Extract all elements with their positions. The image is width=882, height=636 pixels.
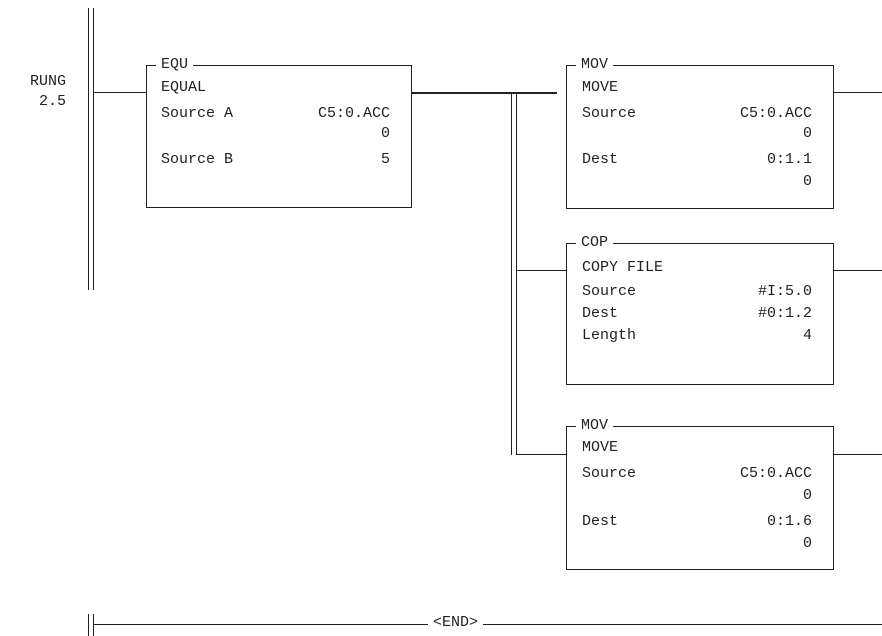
equ-source-a-label: Source A [161,105,234,122]
mov1-instruction-block[interactable] [566,65,834,209]
mov2-source-label: Source [582,465,637,482]
mov2-source-address: C5:0.ACC [739,465,812,482]
mov2-dest-address: 0:1.6 [766,513,812,530]
end-rung-line [94,624,882,625]
cop-instruction-block[interactable] [566,243,834,385]
mov1-source-address: C5:0.ACC [739,105,812,122]
wire-cop-out [834,270,882,271]
branch-rail-outer [511,93,512,455]
mov1-source-label: Source [582,105,637,122]
rung-label: RUNG [29,73,66,90]
mov2-title: MOVE [582,439,619,456]
equ-source-b-value: 5 [380,151,390,168]
equ-source-a-value: 0 [380,125,390,142]
wire-branch-to-cop [516,270,566,271]
left-power-rail-inner [93,8,94,290]
cop-length-label: Length [582,327,637,344]
end-rail-outer [88,614,89,636]
mov1-dest-label: Dest [582,151,619,168]
left-power-rail [88,8,89,290]
mov1-dest-value: 0 [802,173,812,190]
rung-number: 2.5 [38,93,66,110]
branch-rail-inner [516,93,517,455]
mov2-instruction-block[interactable] [566,426,834,570]
equ-source-b-label: Source B [161,151,234,168]
mov2-dest-label: Dest [582,513,619,530]
wire-equ-to-mov1 [411,92,557,94]
wire-rail-to-equ [94,92,146,93]
mov1-source-value: 0 [802,125,812,142]
cop-source-label: Source [582,283,637,300]
equ-title: EQUAL [161,79,207,96]
cop-title: COPY FILE [582,259,664,276]
wire-branch-to-mov2 [516,454,566,455]
wire-mov1-out [834,92,882,93]
end-rail-inner [93,614,94,636]
mov1-tag: MOV [576,56,614,74]
equ-tag: EQU [156,56,194,74]
mov2-tag: MOV [576,417,614,435]
equ-source-a-address: C5:0.ACC [317,105,390,122]
mov1-title: MOVE [582,79,619,96]
cop-source-address: #I:5.0 [757,283,812,300]
mov1-dest-address: 0:1.1 [766,151,812,168]
cop-length-value: 4 [802,327,812,344]
end-label: <END> [428,614,484,632]
wire-mov2-out [834,454,882,455]
cop-tag: COP [576,234,614,252]
mov2-dest-value: 0 [802,535,812,552]
cop-dest-label: Dest [582,305,619,322]
equ-instruction-block[interactable] [146,65,412,208]
cop-dest-address: #0:1.2 [757,305,812,322]
mov2-source-value: 0 [802,487,812,504]
